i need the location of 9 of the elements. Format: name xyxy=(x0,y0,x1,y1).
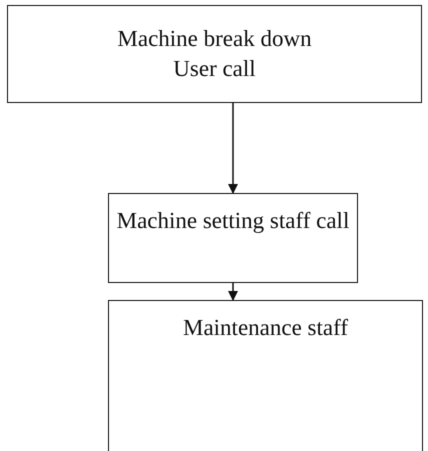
process-box xyxy=(108,193,358,283)
process-box xyxy=(7,5,422,103)
box-text: Machine setting staff call xyxy=(116,207,350,235)
box-text: Machine break down xyxy=(116,25,313,53)
box-text: User call xyxy=(172,55,257,83)
process-box xyxy=(108,300,423,451)
arrow xyxy=(228,103,238,194)
box-text: Maintenance staff xyxy=(182,314,349,342)
arrow xyxy=(228,283,238,301)
